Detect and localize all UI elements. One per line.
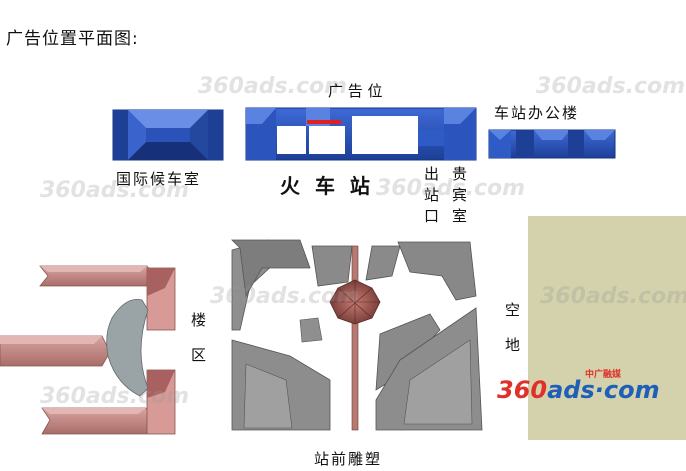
brand-logo-number: 360 [497,376,548,404]
station-office-label: 车站办公楼 [494,104,580,122]
page-title: 广告位置平面图: [6,29,139,49]
ad-position-label: 广 告 位 [328,82,383,100]
left-building-zone [0,265,176,435]
brand-logo: 360ads·com 中广融媒 [497,370,660,404]
watermark: 360ads.com [198,74,348,99]
ad-position-marker [307,120,341,124]
intl-waiting-room-label: 国际候车室 [116,170,202,188]
intl-waiting-room-building [112,109,224,161]
brand-logo-sub: 中广融媒 [585,370,622,380]
open-ground-label: 空地 [503,302,521,372]
vip-room-label: 贵宾室 [450,166,468,229]
watermark: 360ads.com [536,74,686,99]
watermark: 360ads.com [540,284,686,309]
watermark: 360ads.com [40,178,190,203]
exit-label: 出站口 [422,166,440,229]
train-station-label: 火 车 站 [280,174,374,198]
station-office-building [488,129,616,159]
watermark: 360ads.com [210,284,360,309]
watermark: 360ads.com [40,384,190,409]
watermark: 360ads.com [376,176,526,201]
open-ground-area [528,216,686,440]
train-station-building [245,107,477,161]
station-plaza-sculpture [231,239,483,431]
brand-logo-text: ads·com [547,376,660,404]
building-zone-label: 楼区 [189,312,207,382]
sculpture-label: 站前雕塑 [314,450,383,468]
